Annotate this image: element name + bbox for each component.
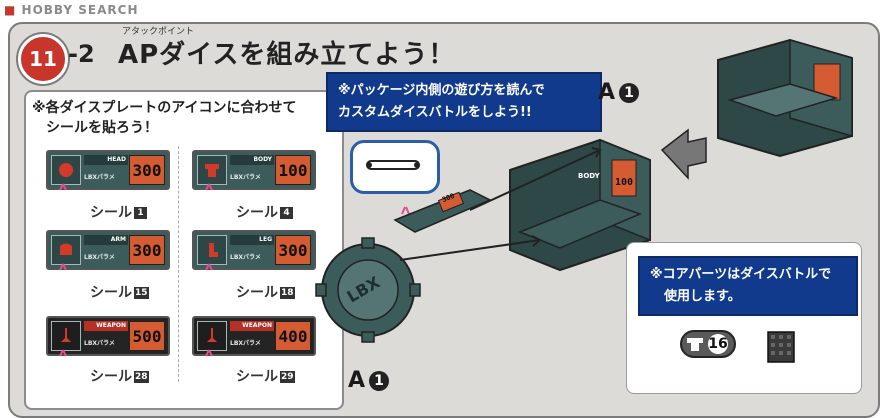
body-icon [687,338,703,351]
seal-number: 4 [280,207,293,219]
sticker-body: BODY LBXパラメ 100 [192,150,316,190]
core-note: ※コアパーツはダイスバトルで 使用します。 [638,256,858,316]
core-part-number: 16 [708,334,728,354]
watermark-text: HOBBY SEARCH [21,3,139,17]
part-letter: A [598,80,616,105]
sticker-part-label: BODY [230,155,274,165]
part-number-circle: 1 [369,370,390,391]
package-note-line2: カスタムダイスバトルをしよう!! [338,105,532,120]
step-title: APダイスを組み立てよう！ [118,40,456,70]
sticker-weapon-500: WEAPON LBXパラメ 500 [46,316,170,356]
sticker-instruction: ※各ダイスプレートのアイコンに合わせて シールを貼ろう！ [32,98,332,138]
insert-arrows [399,147,602,261]
part-letter: A [348,368,366,393]
seal-number: 1 [134,207,147,219]
seal-text: シール [236,369,278,385]
watermark-logo-icon: ■ [4,3,17,17]
step-number-badge: 11 [18,34,68,84]
weapon-icon [51,321,81,351]
package-note-line1: ※パッケージ内側の遊び方を読んで [338,83,545,98]
core-note-line1: ※コアパーツはダイスバトルで [650,267,832,282]
sticker-instruction-line2: シールを貼ろう！ [46,120,158,136]
sticker-lbx-label: LBXパラメ [84,254,115,261]
sticker-instruction-line1: ※各ダイスプレートのアイコンに合わせて [32,100,297,116]
sticker-arm: ARM LBXパラメ 300 [46,230,170,270]
sticker-lbx-label: LBXパラメ [84,174,115,181]
part-number-circle: 1 [619,82,640,103]
dice-value-label: 100 [614,176,634,188]
core-part-tag: 16 [680,330,736,358]
sticker-weapon-400: WEAPON LBXパラメ 400 [192,316,316,356]
seal-text: シール [90,205,132,221]
seal-text: シール [236,205,278,221]
package-note: ※パッケージ内側の遊び方を読んで カスタムダイスバトルをしよう!! [326,72,602,132]
seal-text: シール [90,369,132,385]
sticker-divider [178,146,179,382]
seal-number: 28 [134,371,149,383]
head-icon [51,155,81,185]
weapon-icon [197,321,227,351]
dice-part-label: BODY [578,172,600,180]
sticker-part-label: HEAD [84,155,128,165]
seal-number: 15 [134,287,149,299]
dice-body [509,138,651,272]
next-step-arrow [660,128,707,180]
sticker-value: 400 [275,321,311,351]
title-ruby: アタックポイント [122,27,195,37]
sticker-part-label: LEG [230,235,274,245]
sticker-value: 500 [129,321,165,351]
assembled-dice [717,38,853,158]
seal-text: シール [90,285,132,301]
sticker-lbx-label: LBXパラメ [230,340,261,347]
sticker-part-label: ARM [84,235,128,245]
sticker-lbx-label: LBXパラメ [84,340,115,347]
sticker-head: HEAD LBXパラメ 300 [46,150,170,190]
step-sub-number: -2 [68,40,95,68]
seal-text: シール [236,285,278,301]
sticker-leg: LEG LBXパラメ 300 [192,230,316,270]
seal-number: 29 [280,371,295,383]
gear-hub [315,237,421,343]
sticker-part-label: WEAPON [84,321,128,331]
watermark: ■ HOBBY SEARCH [4,3,139,17]
slot-callout [350,140,440,194]
seal-number: 18 [280,287,295,299]
leg-icon [197,235,227,265]
sticker-value: 300 [275,235,311,265]
sticker-value: 100 [275,155,311,185]
core-note-line2: 使用します。 [664,289,741,304]
sticker-lbx-label: LBXパラメ [230,174,261,181]
sticker-part-label: WEAPON [230,321,274,331]
sticker-value: 300 [129,155,165,185]
sticker-value: 300 [129,235,165,265]
body-icon [197,155,227,185]
arm-icon [51,235,81,265]
sticker-lbx-label: LBXパラメ [230,254,261,261]
